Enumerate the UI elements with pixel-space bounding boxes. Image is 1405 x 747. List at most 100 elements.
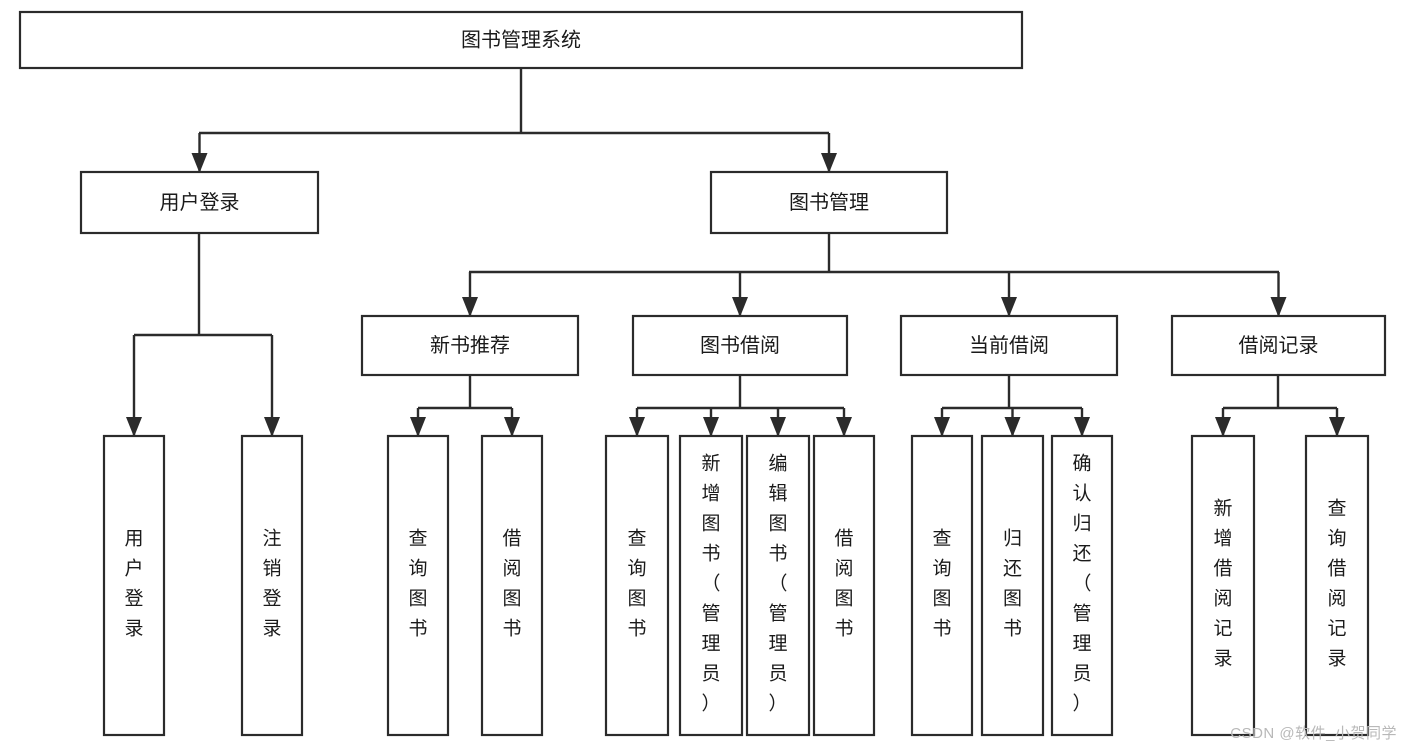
node-label: 用户登录: [160, 191, 240, 214]
node-box[interactable]: [899, 314, 1119, 377]
node-box[interactable]: [631, 314, 849, 377]
node-label: 新增图书（管理员）: [701, 453, 720, 715]
node-box[interactable]: [709, 170, 949, 235]
node-leaf-2[interactable]: 注销登录: [240, 434, 304, 737]
arrow-head-icon: [770, 417, 786, 437]
node-label: 查询图书: [932, 528, 951, 640]
edge-login-to-leaf-2: [264, 335, 280, 437]
node-box[interactable]: [812, 434, 876, 737]
arrow-head-icon: [1329, 417, 1345, 437]
edge-borrow-to-leaf-8: [836, 408, 852, 437]
branch-connector: [199, 68, 829, 135]
arrow-head-icon: [836, 417, 852, 437]
node-box[interactable]: [360, 314, 580, 377]
node-label: 新书推荐: [430, 334, 510, 357]
node-box[interactable]: [910, 434, 974, 737]
node-newbook[interactable]: 新书推荐: [360, 314, 580, 377]
arrow-head-icon: [1074, 417, 1090, 437]
edge-borrow-to-leaf-7: [770, 408, 786, 437]
node-root[interactable]: 图书管理系统: [18, 10, 1024, 70]
edge-newbook-to-leaf-4: [504, 408, 520, 437]
arrow-head-icon: [821, 153, 837, 173]
arrow-head-icon: [1270, 297, 1287, 317]
arrow-head-icon: [504, 417, 520, 437]
arrow-head-icon: [1215, 417, 1231, 437]
node-box[interactable]: [18, 10, 1024, 70]
node-leaf-13[interactable]: 查询借阅记录: [1304, 434, 1370, 737]
node-label: 图书管理: [789, 191, 869, 214]
node-box[interactable]: [1190, 434, 1256, 737]
node-leaf-4[interactable]: 借阅图书: [480, 434, 544, 737]
node-leaf-5[interactable]: 查询图书: [604, 434, 670, 737]
branch-connector: [942, 375, 1082, 410]
node-box[interactable]: [678, 434, 744, 737]
node-record[interactable]: 借阅记录: [1170, 314, 1387, 377]
node-leaf-6[interactable]: 新增图书（管理员）: [678, 434, 744, 737]
node-box[interactable]: [79, 170, 320, 235]
arrow-head-icon: [703, 417, 719, 437]
node-label: 查询借阅记录: [1327, 498, 1346, 670]
node-label: 查询图书: [627, 528, 646, 640]
arrow-head-icon: [191, 153, 208, 173]
connectors-layer: [126, 68, 1345, 437]
node-label: 借阅图书: [502, 528, 521, 640]
arrow-head-icon: [1004, 417, 1021, 437]
node-label: 图书借阅: [700, 334, 780, 357]
node-login[interactable]: 用户登录: [79, 170, 320, 235]
node-box[interactable]: [1170, 314, 1387, 377]
edge-root-to-bookmgmt: [821, 133, 837, 173]
node-label: 查询图书: [408, 528, 427, 640]
node-box[interactable]: [745, 434, 811, 737]
node-leaf-12[interactable]: 新增借阅记录: [1190, 434, 1256, 737]
node-label: 当前借阅: [969, 334, 1049, 357]
branch-connector: [637, 375, 844, 410]
node-borrow[interactable]: 图书借阅: [631, 314, 849, 377]
node-box[interactable]: [604, 434, 670, 737]
edge-bookmgmt-to-record: [1270, 272, 1287, 317]
edge-record-to-leaf-12: [1215, 408, 1231, 437]
node-label: 图书管理系统: [461, 28, 581, 51]
node-box[interactable]: [980, 434, 1045, 737]
node-box[interactable]: [102, 434, 166, 737]
arrow-head-icon: [732, 297, 748, 317]
edge-current-to-leaf-10: [1004, 408, 1021, 437]
node-label: 确认归还（管理员）: [1072, 453, 1091, 715]
node-label: 借阅图书: [834, 528, 853, 640]
node-bookmgmt[interactable]: 图书管理: [709, 170, 949, 235]
arrow-head-icon: [410, 417, 426, 437]
node-label: 归还图书: [1003, 528, 1022, 640]
edge-borrow-to-leaf-5: [629, 408, 645, 437]
edge-bookmgmt-to-current: [1001, 272, 1017, 317]
node-leaf-10[interactable]: 归还图书: [980, 434, 1045, 737]
node-box[interactable]: [1050, 434, 1114, 737]
node-leaf-8[interactable]: 借阅图书: [812, 434, 876, 737]
edge-bookmgmt-to-newbook: [462, 272, 478, 317]
node-leaf-3[interactable]: 查询图书: [386, 434, 450, 737]
arrow-head-icon: [934, 417, 950, 437]
arrow-head-icon: [1001, 297, 1017, 317]
branch-connector: [134, 233, 272, 337]
edge-newbook-to-leaf-3: [410, 408, 426, 437]
node-box[interactable]: [240, 434, 304, 737]
node-leaf-1[interactable]: 用户登录: [102, 434, 166, 737]
edge-current-to-leaf-9: [934, 408, 950, 437]
edge-root-to-login: [191, 133, 208, 173]
node-box[interactable]: [386, 434, 450, 737]
node-label: 注销登录: [262, 528, 281, 640]
edge-bookmgmt-to-borrow: [732, 272, 748, 317]
node-leaf-9[interactable]: 查询图书: [910, 434, 974, 737]
node-label: 用户登录: [124, 529, 143, 640]
node-box[interactable]: [480, 434, 544, 737]
arrow-head-icon: [462, 297, 478, 317]
edge-borrow-to-leaf-6: [703, 408, 719, 437]
edge-current-to-leaf-11: [1074, 408, 1090, 437]
node-label: 借阅记录: [1239, 334, 1319, 357]
node-leaf-7[interactable]: 编辑图书（管理员）: [745, 434, 811, 737]
edge-record-to-leaf-13: [1329, 408, 1345, 437]
node-label: 新增借阅记录: [1213, 498, 1232, 670]
nodes-layer: 图书管理系统用户登录图书管理新书推荐图书借阅当前借阅借阅记录用户登录注销登录查询…: [18, 10, 1387, 737]
node-leaf-11[interactable]: 确认归还（管理员）: [1050, 434, 1114, 737]
node-box[interactable]: [1304, 434, 1370, 737]
node-current[interactable]: 当前借阅: [899, 314, 1119, 377]
